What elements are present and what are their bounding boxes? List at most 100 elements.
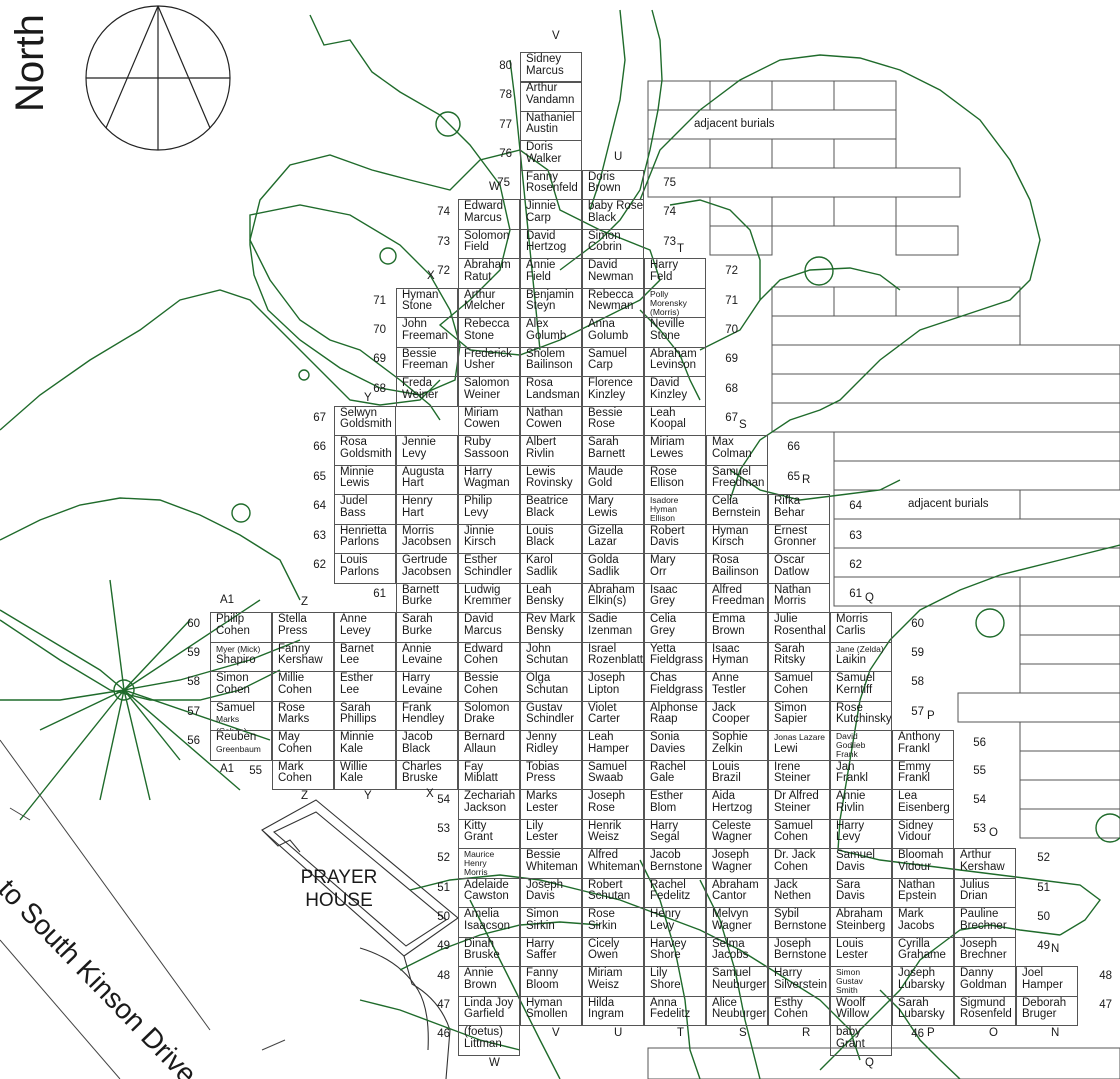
plot-u58[interactable]: Joseph Lipton: [582, 671, 644, 702]
plot-s50[interactable]: Melvyn Wagner: [706, 907, 768, 938]
plot-q47[interactable]: Woolf Willow: [830, 995, 892, 1026]
plot-t47[interactable]: Anna Fedelitz: [644, 995, 706, 1026]
plot-o51[interactable]: Julius Drian: [954, 877, 1016, 908]
plot-r49[interactable]: Joseph Bernstone: [768, 936, 830, 967]
plot-u55[interactable]: Samuel Swaab: [582, 759, 644, 790]
plot-q49[interactable]: Louis Lester: [830, 936, 892, 967]
plot-z59[interactable]: Fanny Kershaw: [272, 641, 334, 672]
plot-u49[interactable]: Cicely Owen: [582, 936, 644, 967]
plot-s57[interactable]: Jack Cooper: [706, 700, 768, 731]
plot-t67[interactable]: Leah Koopal: [644, 405, 706, 436]
plot-w49[interactable]: Dinah Bruske: [458, 936, 520, 967]
plot-v48[interactable]: Fanny Bloom: [520, 966, 582, 997]
plot-s64[interactable]: Celia Bernstein: [706, 494, 768, 525]
plot-s49[interactable]: Selma Jacobs: [706, 936, 768, 967]
plot-q53[interactable]: Harry Levy: [830, 818, 892, 849]
plot-v69[interactable]: Sholem Bailinson: [520, 346, 582, 377]
plot-q46[interactable]: baby Grant: [830, 1025, 892, 1056]
plot-s58[interactable]: Anne Testler: [706, 671, 768, 702]
plot-v65[interactable]: Lewis Rovinsky: [520, 464, 582, 495]
plot-y55[interactable]: Willie Kale: [334, 759, 396, 790]
plot-t70[interactable]: Neville Stone: [644, 317, 706, 348]
plot-o49[interactable]: Joseph Brechner: [954, 936, 1016, 967]
plot-t52[interactable]: Jacob Bernstone: [644, 848, 706, 879]
plot-y67[interactable]: Selwyn Goldsmith: [334, 405, 396, 436]
plot-u75[interactable]: Doris Brown: [582, 169, 644, 200]
plot-y63[interactable]: Henrietta Parlons: [334, 523, 396, 554]
plot-s59[interactable]: Isaac Hyman: [706, 641, 768, 672]
plot-t71[interactable]: Polly Morensky (Morris): [644, 287, 706, 318]
plot-x62[interactable]: Gertrude Jacobsen: [396, 553, 458, 584]
plot-u65[interactable]: Maude Gold: [582, 464, 644, 495]
plot-t68[interactable]: David Kinzley: [644, 376, 706, 407]
plot-s66[interactable]: Max Colman: [706, 435, 768, 466]
plot-v80[interactable]: Sidney Marcus: [520, 52, 582, 83]
plot-t62[interactable]: Mary Orr: [644, 553, 706, 584]
plot-z56[interactable]: May Cohen: [272, 730, 334, 761]
plot-r52[interactable]: Dr. Jack Cohen: [768, 848, 830, 879]
plot-a159[interactable]: Myer (Mick)Shapiro: [210, 641, 272, 672]
plot-w59[interactable]: Edward Cohen: [458, 641, 520, 672]
plot-x70[interactable]: John Freeman: [396, 317, 458, 348]
plot-u47[interactable]: Hilda Ingram: [582, 995, 644, 1026]
plot-r57[interactable]: Simon Sapier: [768, 700, 830, 731]
plot-r64[interactable]: Rifka Behar: [768, 494, 830, 525]
plot-s63[interactable]: Hyman Kirsch: [706, 523, 768, 554]
plot-y62[interactable]: Louis Parlons: [334, 553, 396, 584]
plot-v70[interactable]: Alex Golumb: [520, 317, 582, 348]
plot-t48[interactable]: Lily Shore: [644, 966, 706, 997]
plot-v66[interactable]: Albert Rivlin: [520, 435, 582, 466]
plot-w57[interactable]: Solomon Drake: [458, 700, 520, 731]
plot-z60[interactable]: Stella Press: [272, 612, 334, 643]
plot-w48[interactable]: Annie Brown: [458, 966, 520, 997]
plot-u64[interactable]: Mary Lewis: [582, 494, 644, 525]
plot-v77[interactable]: Nathaniel Austin: [520, 110, 582, 141]
plot-v73[interactable]: David Hertzog: [520, 228, 582, 259]
plot-w54[interactable]: Zechariah Jackson: [458, 789, 520, 820]
plot-u51[interactable]: Robert Schutan: [582, 877, 644, 908]
plot-p55[interactable]: Emmy Frankl: [892, 759, 954, 790]
plot-u74[interactable]: baby Rose Black: [582, 199, 644, 230]
plot-n48[interactable]: Joel Hamper: [1016, 966, 1078, 997]
plot-r55[interactable]: Irene Steiner: [768, 759, 830, 790]
plot-y59[interactable]: Barnet Lee: [334, 641, 396, 672]
plot-v64[interactable]: Beatrice Black: [520, 494, 582, 525]
plot-p47[interactable]: Sarah Lubarsky: [892, 995, 954, 1026]
plot-s62[interactable]: Rosa Bailinson: [706, 553, 768, 584]
plot-t69[interactable]: Abraham Levinson: [644, 346, 706, 377]
plot-v60[interactable]: Rev Mark Bensky: [520, 612, 582, 643]
plot-s51[interactable]: Abraham Cantor: [706, 877, 768, 908]
plot-u73[interactable]: Simon Cobrin: [582, 228, 644, 259]
plot-x68[interactable]: Freda Weiner: [396, 376, 458, 407]
plot-v50[interactable]: Simon Sirkin: [520, 907, 582, 938]
plot-w73[interactable]: Solomon Field: [458, 228, 520, 259]
plot-s53[interactable]: Celeste Wagner: [706, 818, 768, 849]
plot-p51[interactable]: Nathan Epstein: [892, 877, 954, 908]
plot-p52[interactable]: Bloomah Vidour: [892, 848, 954, 879]
plot-p53[interactable]: Sidney Vidour: [892, 818, 954, 849]
plot-s54[interactable]: Aida Hertzog: [706, 789, 768, 820]
plot-v51[interactable]: Joseph Davis: [520, 877, 582, 908]
plot-w51[interactable]: Adelaide Cawston: [458, 877, 520, 908]
plot-w52[interactable]: Maurice Henry Morris: [458, 848, 520, 879]
plot-w67[interactable]: Miriam Cowen: [458, 405, 520, 436]
plot-t49[interactable]: Harvey Shore: [644, 936, 706, 967]
plot-q60[interactable]: Morris Carlis: [830, 612, 892, 643]
plot-q51[interactable]: Sara Davis: [830, 877, 892, 908]
plot-z55[interactable]: Mark Cohen: [272, 759, 334, 790]
plot-x57[interactable]: Frank Hendley: [396, 700, 458, 731]
plot-w46[interactable]: (foetus) Littman: [458, 1025, 520, 1056]
plot-v62[interactable]: Karol Sadlik: [520, 553, 582, 584]
plot-u56[interactable]: Leah Hamper: [582, 730, 644, 761]
plot-y60[interactable]: Anne Levey: [334, 612, 396, 643]
plot-s55[interactable]: Louis Brazil: [706, 759, 768, 790]
plot-s47[interactable]: Alice Neuburger: [706, 995, 768, 1026]
plot-p56[interactable]: Anthony Frankl: [892, 730, 954, 761]
plot-z58[interactable]: Millie Cohen: [272, 671, 334, 702]
plot-w47[interactable]: Linda Joy Garfield: [458, 995, 520, 1026]
plot-x56[interactable]: Jacob Black: [396, 730, 458, 761]
plot-u67[interactable]: Bessie Rose: [582, 405, 644, 436]
plot-t64[interactable]: Isadore Hyman Ellison: [644, 494, 706, 525]
